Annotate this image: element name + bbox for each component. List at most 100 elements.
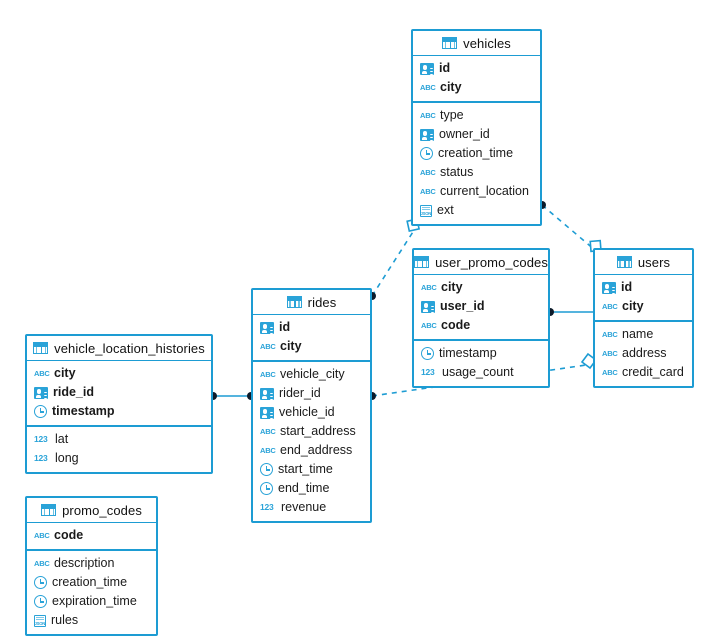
column-field[interactable]: expiration_time [27,592,156,611]
abc-text-icon: ABC [602,349,618,358]
field-label: city [622,299,644,314]
entity-header[interactable]: vehicle_location_histories [27,336,211,361]
json-document-icon [420,204,432,217]
column-field[interactable]: creation_time [413,144,540,163]
field-label: end_time [278,481,330,496]
abc-text-icon: ABC [420,111,436,120]
abc-text-icon: ABC [420,168,436,177]
column-field[interactable]: owner_id [413,125,540,144]
clock-icon [421,347,434,360]
column-field[interactable]: creation_time [27,573,156,592]
column-field[interactable]: start_time [253,460,370,479]
column-field[interactable]: ABC name [595,325,692,344]
entity-title: users [637,254,671,270]
column-field[interactable]: rider_id [253,384,370,403]
field-label: user_id [440,299,485,314]
123-number-icon: 123 [421,367,435,377]
entity-title: promo_codes [62,502,142,518]
field-label: type [440,108,464,123]
abc-text-icon: ABC [420,187,436,196]
column-field[interactable]: ABC end_address [253,441,370,460]
clock-icon [34,576,47,589]
id-card-icon [421,300,435,313]
abc-text-icon: ABC [421,283,437,292]
123-number-icon: 123 [34,453,48,463]
relationship-line [541,204,597,252]
entity-header[interactable]: rides [253,290,370,315]
abc-text-icon: ABC [260,446,276,455]
id-card-icon [260,321,274,334]
field-label: creation_time [438,146,514,161]
json-document-icon [34,614,46,627]
relationship-vehicle_location_histories-to-rides[interactable] [209,392,255,400]
field-label: timestamp [52,404,115,419]
column-field[interactable]: ABC type [413,106,540,125]
entity-title: rides [307,294,337,310]
column-field[interactable]: vehicle_id [253,403,370,422]
relationship-vehicles-to-users[interactable] [538,201,602,253]
field-label: owner_id [439,127,490,142]
primary-key-field[interactable]: id [413,59,540,78]
primary-key-field[interactable]: id [595,278,692,297]
primary-key-field[interactable]: user_id [414,297,548,316]
clock-icon [34,405,47,418]
entity-title: vehicle_location_histories [54,340,205,356]
id-card-icon [420,62,434,75]
relationship-user_promo_codes-to-users[interactable] [546,308,593,316]
123-number-icon: 123 [260,502,274,512]
table-grid-icon [33,342,49,354]
field-label: start_address [280,424,356,439]
field-label: name [622,327,654,342]
clock-icon [260,482,273,495]
table-grid-icon [286,296,302,308]
123-number-icon: 123 [34,434,48,444]
primary-key-field[interactable]: id [253,318,370,337]
entity-header[interactable]: promo_codes [27,498,156,523]
entity-header[interactable]: users [595,250,692,275]
column-field[interactable]: rules [27,611,156,630]
field-label: creation_time [52,575,128,590]
entity-header[interactable]: vehicles [413,31,540,56]
abc-text-icon: ABC [602,330,618,339]
field-label: end_address [280,443,353,458]
field-label: vehicle_city [280,367,345,382]
primary-key-field[interactable]: ride_id [27,383,211,402]
column-field[interactable]: end_time [253,479,370,498]
column-field[interactable]: ext [413,201,540,220]
column-field[interactable]: timestamp [414,344,548,363]
field-label: id [621,280,633,295]
primary-key-field[interactable]: timestamp [27,402,211,421]
abc-text-icon: ABC [420,83,436,92]
id-card-icon [260,387,274,400]
entity-header[interactable]: user_promo_codes [414,250,548,275]
